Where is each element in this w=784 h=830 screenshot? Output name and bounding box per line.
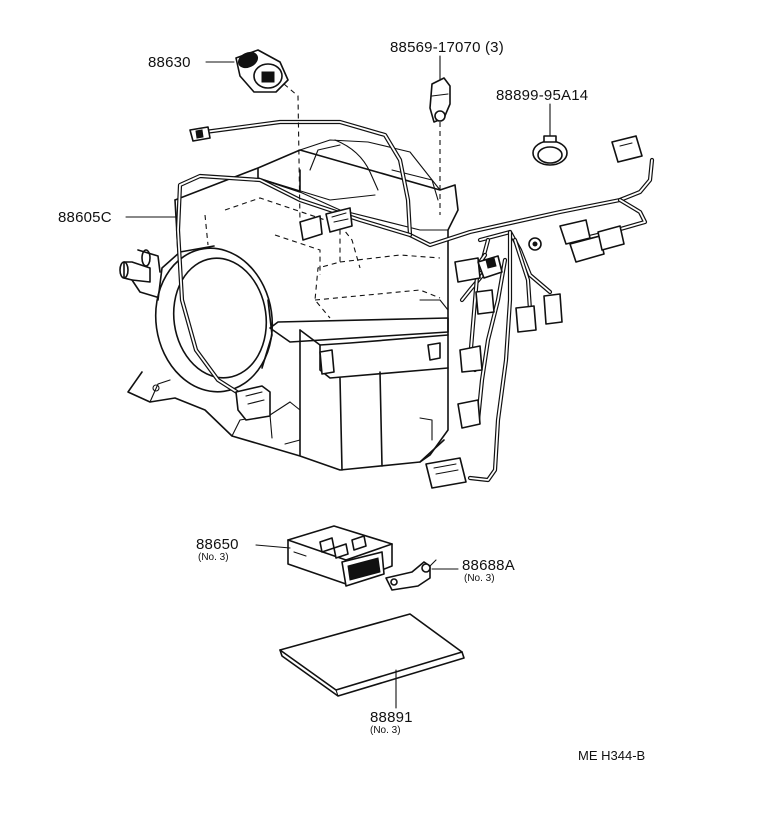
- socket-88630: [235, 49, 301, 223]
- label-88650: 88650: [196, 536, 239, 553]
- bracket-88688a: [385, 559, 437, 591]
- label-sheet-88891: [279, 613, 465, 697]
- amplifier-88650: [287, 525, 393, 587]
- part-labels: 88630 88569-17070 (3) 88899-95A14 88605C…: [58, 39, 645, 763]
- wire-harness-88605c: [175, 119, 655, 489]
- clip-88569-17070: [429, 77, 451, 215]
- label-88688a-qty: (No. 3): [464, 573, 495, 584]
- label-88569-17070: 88569-17070 (3): [390, 39, 504, 56]
- label-88891-qty: (No. 3): [370, 725, 401, 736]
- label-88891: 88891: [370, 709, 413, 726]
- label-88630: 88630: [148, 54, 191, 71]
- label-88899-95a14: 88899-95A14: [496, 87, 588, 104]
- clamp-88899-95a14: [532, 135, 568, 166]
- heater-unit-body: [119, 139, 459, 471]
- label-88650-qty: (No. 3): [198, 552, 229, 563]
- label-88688a: 88688A: [462, 557, 515, 574]
- leader-lines: [125, 55, 551, 709]
- diagram-code: ME H344-B: [578, 748, 645, 763]
- label-88605c: 88605C: [58, 209, 112, 226]
